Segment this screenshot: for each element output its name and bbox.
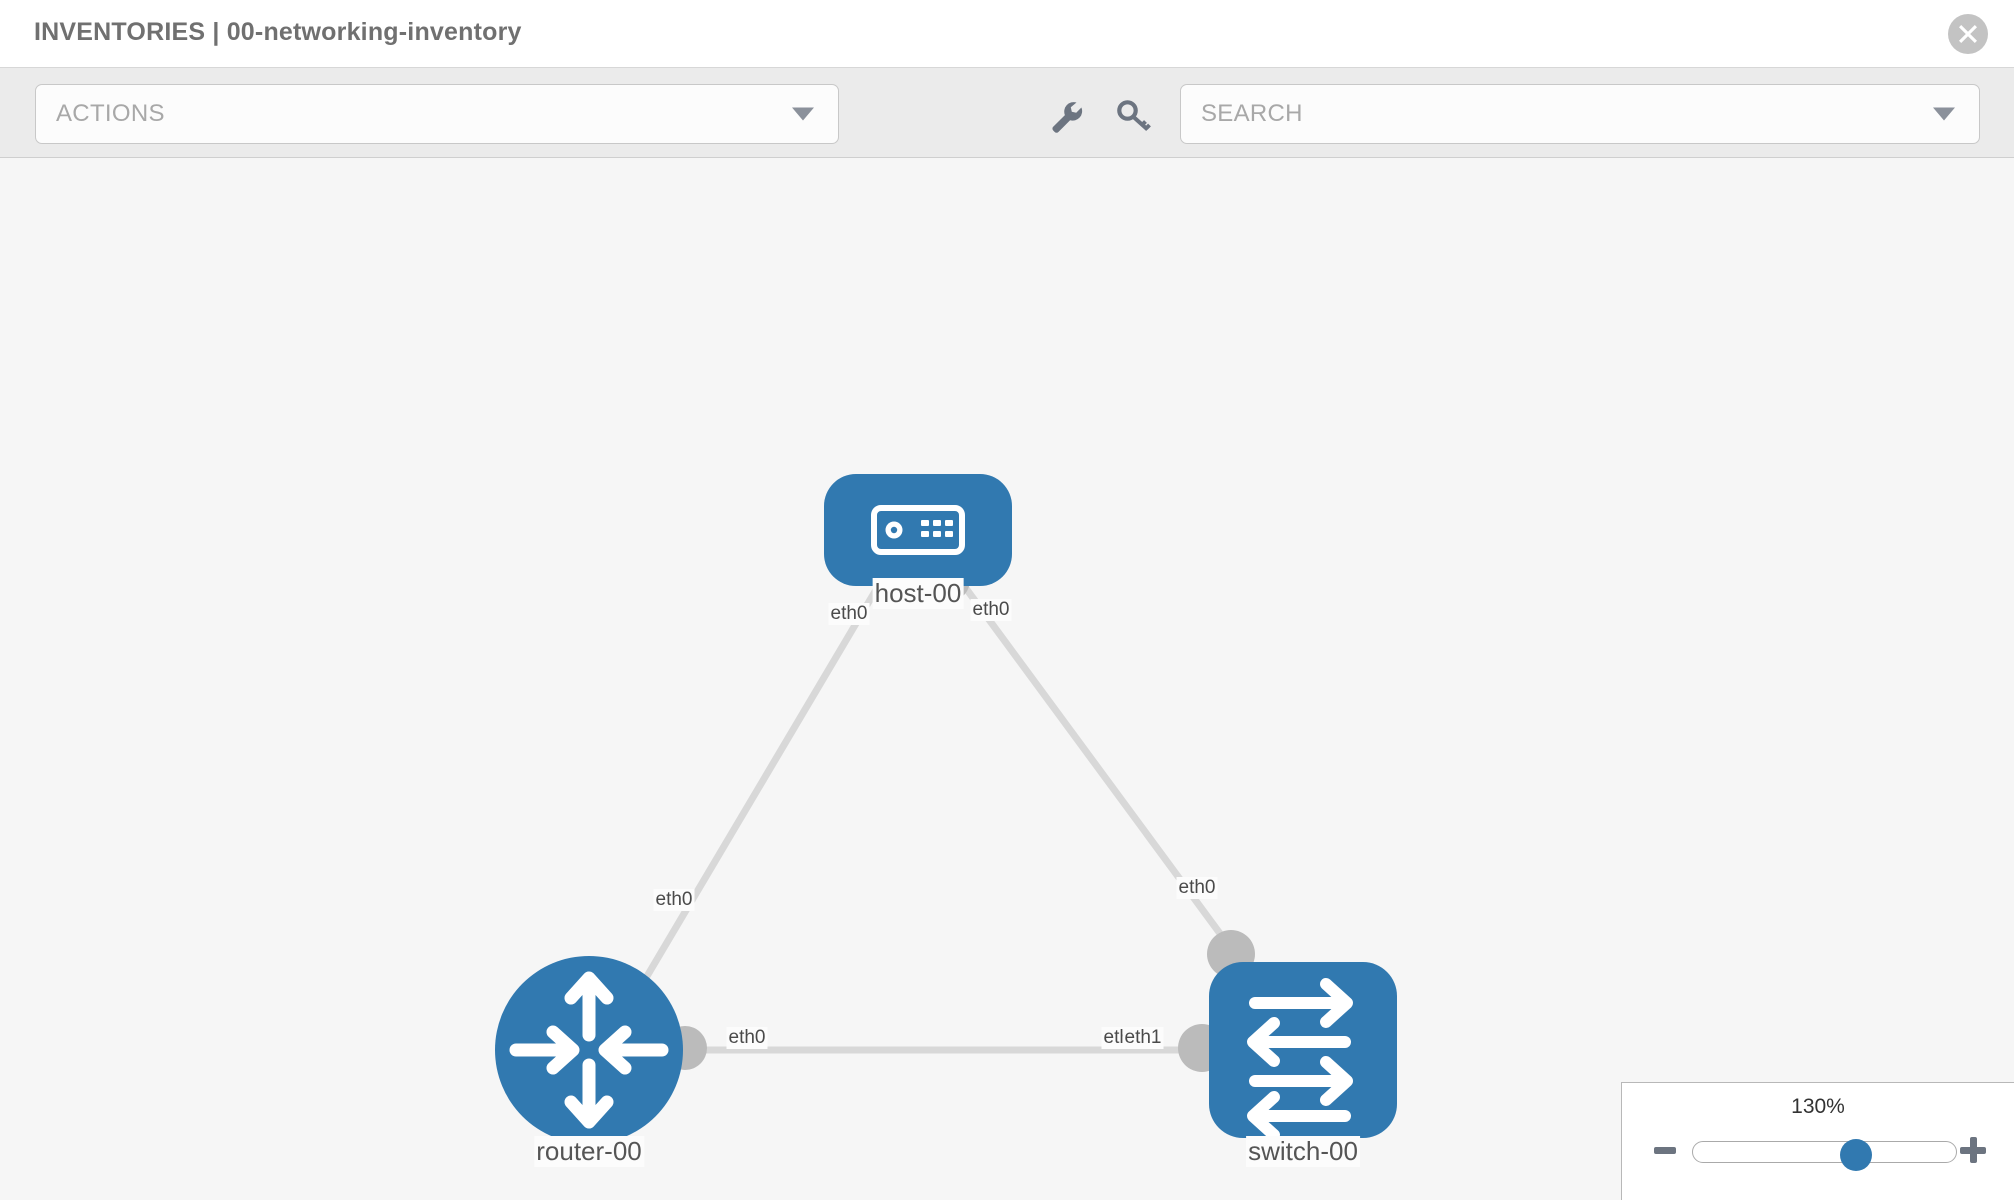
- link-host-switch: [959, 580, 1241, 961]
- node-label-router-00: router-00: [534, 1136, 644, 1167]
- chevron-down-icon: [792, 107, 814, 121]
- zoom-in-button[interactable]: [1960, 1137, 1986, 1163]
- search-placeholder: SEARCH: [1201, 100, 1303, 127]
- iface-switch-up: eth0: [1176, 877, 1218, 899]
- iface-router-right: eth0: [726, 1027, 768, 1049]
- link-host-router: [636, 581, 884, 990]
- topology-connectors: [663, 558, 1255, 1072]
- zoom-level-value: 130%: [1791, 1095, 1845, 1118]
- page-header: INVENTORIES | 00-networking-inventory: [0, 0, 2014, 68]
- topology-links: [636, 580, 1241, 1054]
- iface-switch-left-b: eth1: [1122, 1027, 1164, 1049]
- key-icon[interactable]: [1114, 96, 1154, 136]
- zoom-out-button[interactable]: [1654, 1147, 1676, 1154]
- search-input[interactable]: SEARCH: [1180, 84, 1980, 144]
- iface-router-up: eth0: [653, 889, 695, 911]
- close-icon[interactable]: [1948, 14, 1988, 54]
- zoom-slider-row: [1622, 1135, 2014, 1175]
- wrench-icon[interactable]: [1046, 96, 1086, 136]
- iface-host-right: eth0: [970, 599, 1012, 621]
- node-host-00: [824, 474, 1012, 586]
- node-label-host-00: host-00: [872, 578, 964, 609]
- iface-host-left: eth0: [828, 603, 870, 625]
- topology-canvas[interactable]: host-00 router-00 switch-00 eth0 eth0 et…: [0, 158, 2014, 1200]
- topology-graph: [495, 474, 1397, 1144]
- page-title: INVENTORIES | 00-networking-inventory: [34, 18, 522, 46]
- zoom-control-panel: 130%: [1621, 1082, 2014, 1200]
- actions-dropdown-label: ACTIONS: [56, 100, 165, 127]
- node-router-00: [495, 956, 683, 1144]
- actions-dropdown[interactable]: ACTIONS: [35, 84, 839, 144]
- zoom-slider-thumb[interactable]: [1840, 1139, 1872, 1171]
- chevron-down-icon: [1933, 107, 1955, 121]
- node-switch-00: [1209, 962, 1397, 1141]
- zoom-slider-track[interactable]: [1692, 1139, 1957, 1171]
- node-label-switch-00: switch-00: [1246, 1136, 1360, 1167]
